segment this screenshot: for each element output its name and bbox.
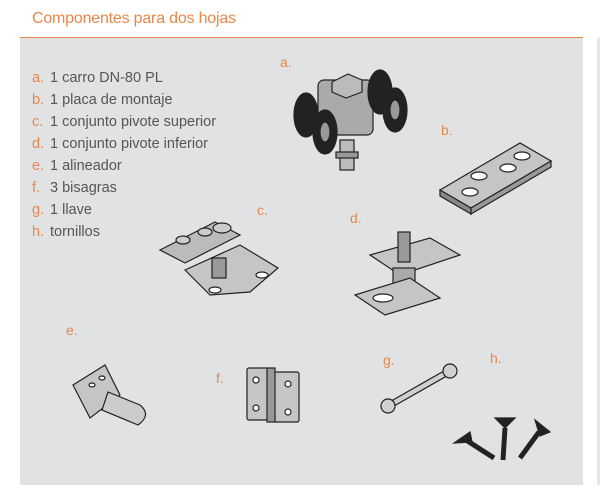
label-d: d. xyxy=(350,210,362,226)
label-f: f. xyxy=(216,370,224,386)
section-title: Componentes para dos hojas xyxy=(32,10,236,27)
label-b: b. xyxy=(441,122,453,138)
list-item: d.1 conjunto pivote inferior xyxy=(32,136,208,152)
components-list: a.1 carro DN-80 PL b.1 placa de montaje … xyxy=(32,70,216,246)
list-item: g.1 llave xyxy=(32,202,92,218)
label-e: e. xyxy=(66,322,78,338)
screws-figure xyxy=(451,417,552,461)
label-h: h. xyxy=(490,350,502,366)
aligner-figure xyxy=(72,364,147,426)
carriage-figure xyxy=(293,69,408,171)
lower-pivot-figure xyxy=(353,231,462,316)
list-item: a.1 carro DN-80 PL xyxy=(32,70,163,86)
upper-pivot-figure xyxy=(158,221,280,296)
list-item: c.1 conjunto pivote superior xyxy=(32,114,217,130)
hinge-figure xyxy=(246,367,300,423)
label-g: g. xyxy=(383,352,395,368)
list-item: f.3 bisagras xyxy=(32,180,117,196)
side-strip xyxy=(597,38,600,485)
list-item: e.1 alineador xyxy=(32,158,122,174)
list-item: b.1 placa de montaje xyxy=(32,92,173,108)
wrench-figure xyxy=(380,363,458,414)
title-divider xyxy=(20,37,583,38)
label-a: a. xyxy=(280,54,292,70)
label-c: c. xyxy=(257,202,268,218)
list-item: h.tornillos xyxy=(32,224,100,240)
mounting-plate-figure xyxy=(438,142,553,216)
